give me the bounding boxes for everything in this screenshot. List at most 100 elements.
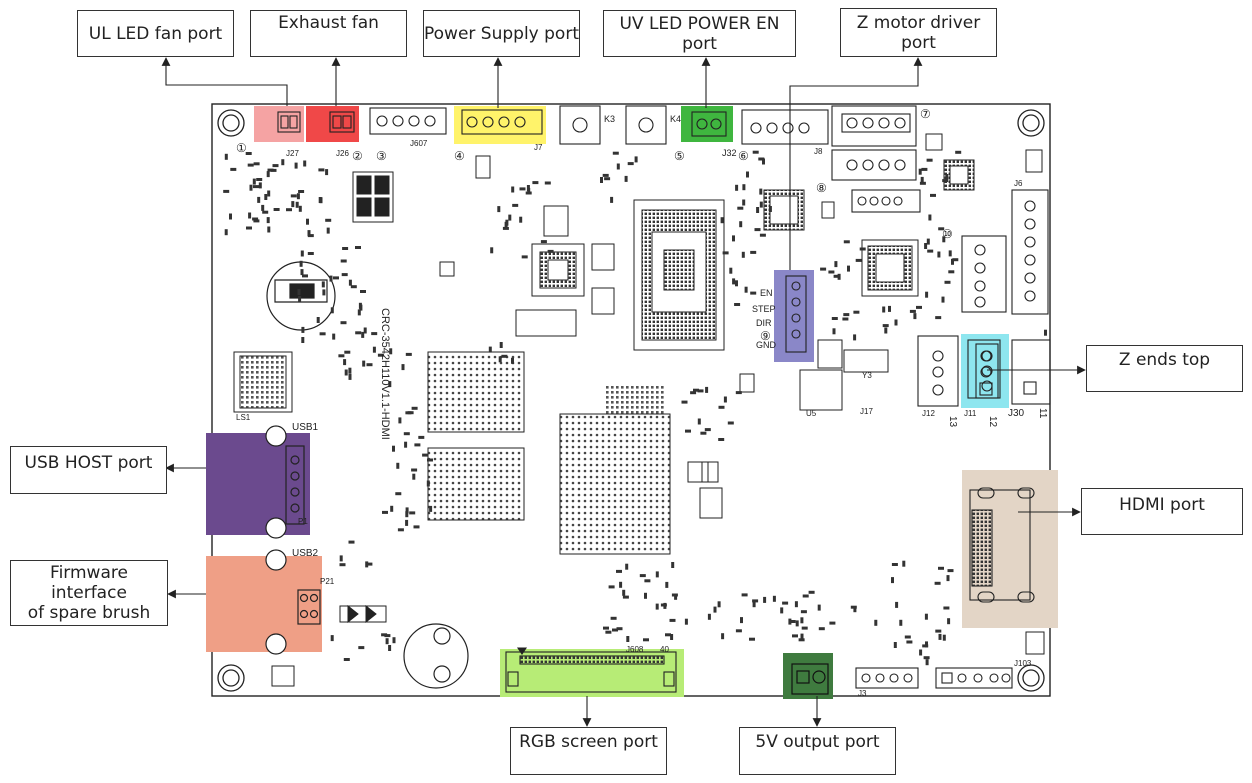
- smd-part-60: [301, 337, 305, 343]
- smd-part-307: [919, 649, 923, 656]
- highlight-firmware: [206, 556, 322, 652]
- smd-part-243: [660, 603, 667, 607]
- smd-part-6: [272, 164, 279, 168]
- smd-part-158: [741, 251, 745, 258]
- smd-part-24: [306, 218, 309, 225]
- smd-part-52: [322, 289, 326, 296]
- smd-part-70: [389, 348, 393, 355]
- silk-num-13: 13: [947, 416, 958, 428]
- smd-part-121: [521, 255, 528, 259]
- smd-part-79: [361, 331, 365, 338]
- smd-part-314: [384, 634, 391, 638]
- smd-part-119: [497, 206, 501, 213]
- smd-part-133: [604, 177, 611, 181]
- smd-part-291: [935, 629, 942, 633]
- smd-part-310: [339, 555, 343, 562]
- smd-part-120: [505, 219, 509, 226]
- smd-part-141: [735, 184, 739, 191]
- smd-part-83: [348, 367, 352, 374]
- smd-part-67: [355, 331, 362, 335]
- smd-part-288: [891, 563, 898, 566]
- smd-part-301: [899, 619, 903, 626]
- smd-part-279: [818, 627, 825, 631]
- smd-part-240: [655, 603, 659, 610]
- smd-part-15: [270, 168, 277, 172]
- smd-part-210: [1044, 329, 1047, 336]
- smd-part-28: [261, 204, 265, 211]
- silk-gnd: GND: [756, 340, 777, 350]
- callout-firmware-line1: Firmware interface: [50, 563, 128, 603]
- smd-part-142: [754, 228, 761, 232]
- silk-j12: J12: [922, 409, 935, 418]
- callout-rgb-screen: RGB screen port: [510, 727, 667, 775]
- smd-part-137: [742, 199, 746, 206]
- smd-part-311: [365, 561, 369, 568]
- smd-part-206: [930, 193, 936, 197]
- smd-part-263: [772, 595, 776, 602]
- silk-num-6: ⑥: [738, 149, 749, 163]
- smd-part-23: [303, 160, 307, 167]
- main-ics: [531, 159, 975, 351]
- silk-usb2: USB2: [292, 548, 319, 559]
- smd-part-325: [409, 511, 416, 515]
- smd-part-76: [332, 333, 336, 340]
- smd-part-56: [363, 327, 367, 334]
- smd-part-17: [230, 167, 237, 171]
- smd-part-48: [340, 259, 347, 263]
- smd-part-154: [729, 267, 733, 274]
- smd-part-193: [955, 150, 962, 154]
- smd-part-238: [626, 636, 630, 642]
- smd-part-0: [281, 159, 285, 166]
- smd-part-209: [925, 291, 929, 298]
- silk-ls1: LS1: [236, 413, 251, 422]
- smd-part-37: [307, 234, 314, 238]
- smd-part-190: [942, 236, 946, 243]
- smd-part-49: [301, 326, 305, 333]
- smd-part-211: [693, 388, 699, 392]
- smd-part-207: [920, 176, 924, 183]
- smd-part-30: [257, 196, 261, 203]
- smd-part-163: [843, 313, 850, 317]
- smd-part-290: [891, 577, 894, 584]
- smd-part-61: [341, 273, 348, 277]
- silk-j103: J103: [1014, 659, 1032, 668]
- smd-part-100: [403, 432, 410, 436]
- smd-part-203: [924, 243, 928, 249]
- smd-part-101: [392, 445, 395, 452]
- smd-part-68: [371, 332, 378, 336]
- smd-part-81: [372, 346, 376, 353]
- silk-j3: J3: [858, 689, 867, 698]
- smd-part-149: [732, 235, 735, 242]
- smd-part-164: [855, 258, 862, 262]
- smd-part-32: [318, 197, 322, 203]
- smd-part-150: [756, 207, 760, 213]
- smd-part-165: [847, 265, 850, 272]
- smd-part-9: [264, 194, 268, 200]
- callout-exhaust-fan-text: Exhaust fan: [278, 13, 379, 33]
- smd-part-19: [295, 201, 299, 208]
- smd-part-222: [700, 431, 707, 435]
- callout-uv-led-power-en-text: UV LED POWER EN port: [619, 13, 780, 54]
- smd-part-57: [330, 307, 334, 314]
- smd-part-226: [612, 628, 618, 632]
- silk-num-7: ⑦: [920, 107, 931, 121]
- smd-part-152: [720, 217, 724, 224]
- smd-part-276: [874, 619, 878, 626]
- smd-part-157: [732, 278, 736, 285]
- smd-part-41: [300, 269, 304, 276]
- silk-y3: Y3: [862, 371, 872, 380]
- smd-part-65: [342, 247, 349, 250]
- memory-chips: [427, 351, 671, 555]
- smd-part-297: [943, 606, 950, 610]
- smd-part-39: [355, 246, 361, 249]
- smd-part-5: [294, 162, 298, 169]
- silk-num-4: ④: [454, 149, 465, 163]
- smd-part-42: [316, 317, 320, 323]
- smd-part-271: [721, 633, 725, 640]
- smd-part-205: [938, 227, 945, 231]
- 5v-output-connector: [791, 663, 829, 695]
- smd-part-143: [739, 221, 743, 228]
- coin-cell-battery: [266, 261, 336, 331]
- smd-part-320: [330, 635, 334, 642]
